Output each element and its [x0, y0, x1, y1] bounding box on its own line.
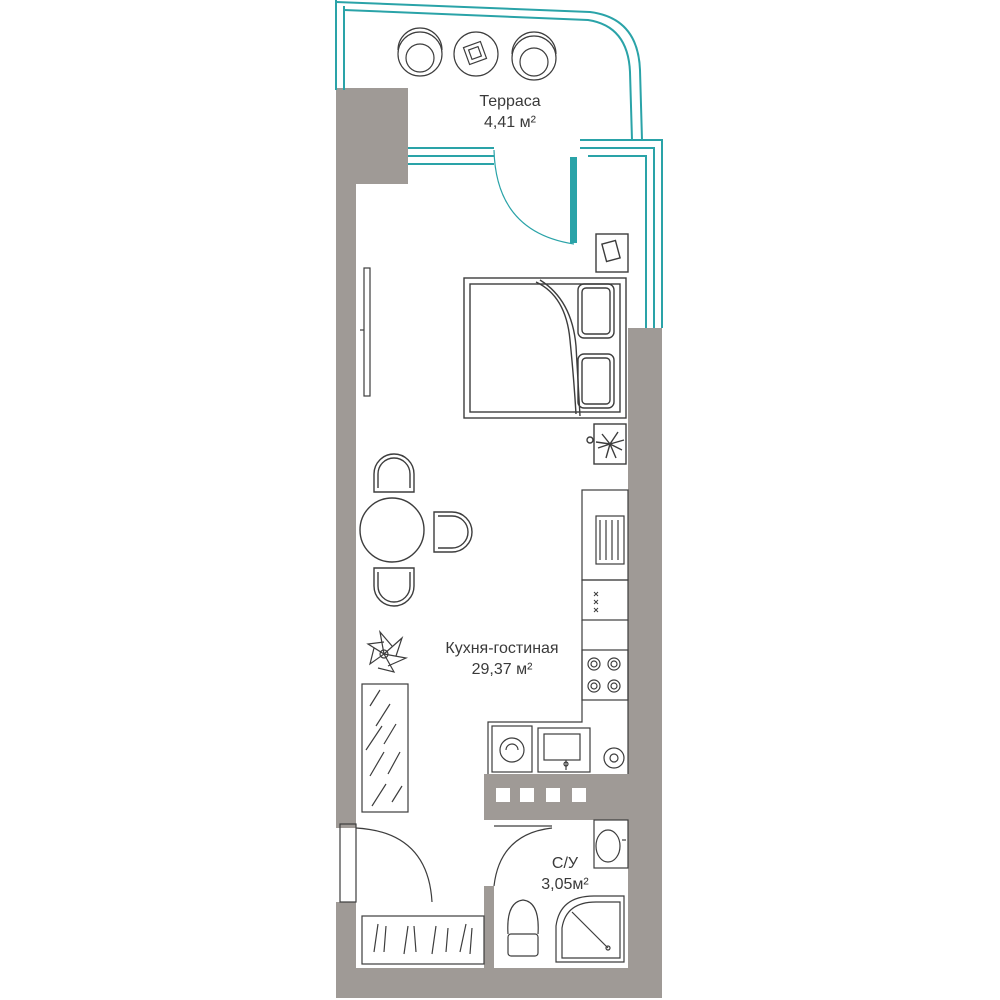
terrace-furniture — [397, 27, 557, 81]
bed — [463, 233, 629, 465]
pillow-icon — [577, 353, 615, 409]
plant-icon — [366, 629, 409, 673]
kitchen-counter-icon — [581, 579, 629, 621]
plant-icon — [603, 747, 625, 769]
double-bed-icon — [463, 277, 627, 419]
room-name: Кухня-гостиная — [445, 640, 559, 657]
wall-left-lower — [336, 146, 356, 828]
dining-table-icon — [359, 497, 425, 563]
armchair-icon — [511, 31, 557, 81]
room-name: Терраса — [479, 93, 541, 110]
sink-icon — [537, 727, 591, 773]
dining-set — [359, 453, 473, 607]
nightstand-icon — [595, 233, 629, 273]
wall-left — [336, 88, 408, 146]
room-label-bathroom: С/У 3,05м² — [520, 853, 610, 895]
wall-bathroom-stub — [484, 886, 494, 968]
washbasin-icon — [593, 819, 629, 869]
room-area: 3,05м² — [541, 876, 589, 893]
plant-icon — [586, 423, 627, 465]
terrace-door — [493, 149, 575, 245]
pillow-icon — [577, 283, 615, 339]
entrance-door — [339, 823, 433, 903]
room-label-terrace: Терраса 4,41 м² — [450, 91, 570, 133]
chair-icon — [433, 511, 473, 553]
wall-left-step — [356, 146, 408, 184]
wall-bottom — [336, 968, 662, 998]
kitchen — [487, 489, 629, 774]
room-area: 29,37 м² — [471, 661, 533, 678]
armchair-icon — [397, 27, 443, 77]
toilet-icon — [507, 899, 539, 957]
wardrobe-icon — [361, 915, 485, 965]
room-area: 4,41 м² — [484, 114, 536, 131]
kitchen-counter-icon — [581, 489, 629, 581]
wardrobe-icon — [361, 683, 409, 813]
room-name: С/У — [551, 855, 579, 872]
shower-tray-icon — [555, 895, 625, 963]
kitchen-counter-icon — [595, 515, 625, 565]
terrace-glazing — [335, 0, 663, 328]
chair-icon — [373, 453, 415, 493]
wall-mirror — [360, 267, 371, 397]
wall-right — [628, 328, 662, 998]
partition-openings — [496, 788, 586, 802]
room-label-kitchen-living: Кухня-гостиная 29,37 м² — [414, 638, 590, 680]
chair-icon — [373, 567, 415, 607]
bathroom — [493, 819, 629, 963]
washing-machine-icon — [491, 725, 533, 773]
bathroom-door — [493, 825, 553, 887]
walls — [336, 88, 662, 998]
cooktop-icon — [581, 649, 629, 701]
coffee-table-icon — [453, 31, 499, 77]
